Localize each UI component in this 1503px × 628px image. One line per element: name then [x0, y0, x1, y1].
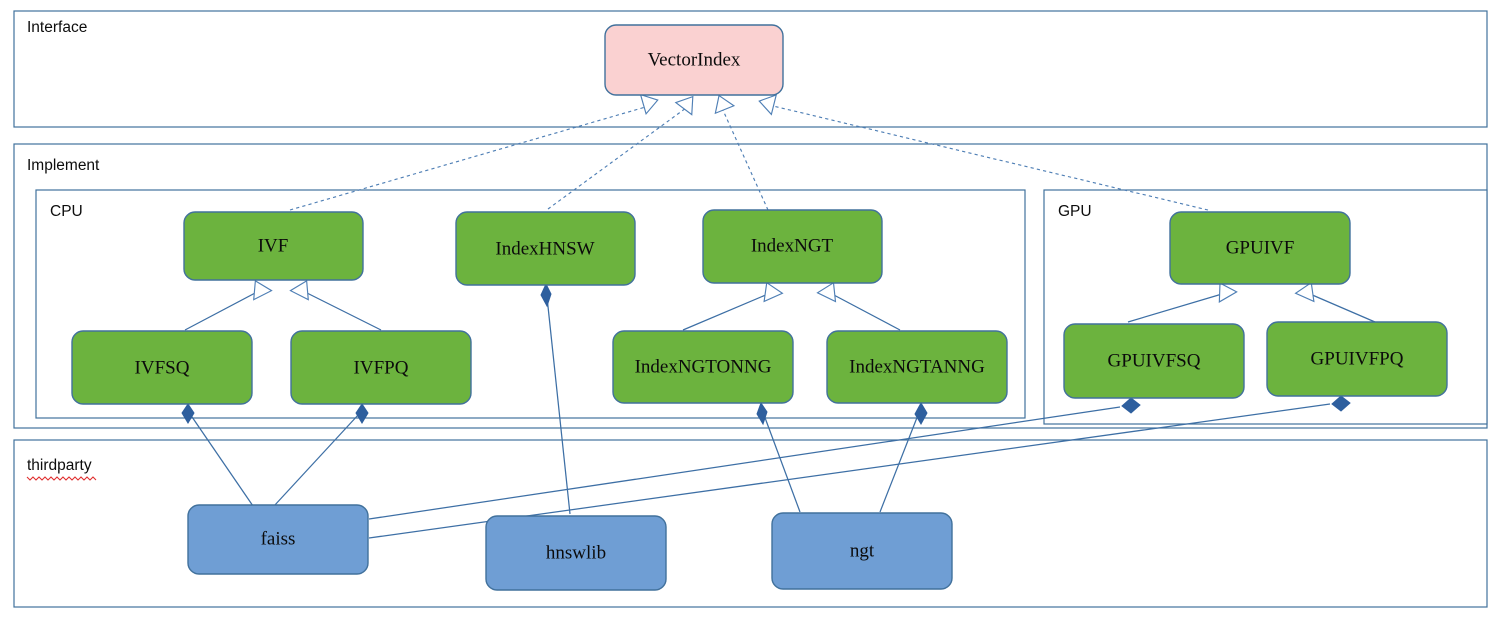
node-label-gpuivfsq: GPUIVFSQ [1108, 350, 1201, 371]
node-faiss[interactable]: faiss [187, 504, 369, 575]
node-label-gpuivfpq: GPUIVFPQ [1311, 348, 1404, 369]
node-label-indexhnsw: IndexHNSW [495, 238, 594, 259]
node-label-ivf: IVF [258, 235, 289, 256]
package-label-cpu: CPU [50, 203, 83, 220]
edge-gpuivfsq-to-gpuivf [1127, 282, 1238, 323]
edge-indexngt-to-vectorindex [714, 94, 769, 211]
edge-ivfsq-to-ivf [184, 279, 273, 331]
node-ivfpq[interactable]: IVFPQ [290, 330, 472, 405]
node-label-indexngt: IndexNGT [751, 235, 834, 256]
node-gpuivf[interactable]: GPUIVF [1169, 211, 1351, 285]
edge-ivf-to-vectorindex [289, 93, 659, 211]
edge-faiss-to-ivfsq [181, 403, 254, 507]
edge-gpuivfpq-to-gpuivf [1294, 281, 1376, 323]
node-label-indexngtanng: IndexNGTANNG [849, 356, 985, 377]
edge-faiss-to-gpuivfsq [368, 397, 1141, 520]
node-label-hnswlib: hnswlib [546, 542, 606, 563]
node-indexhnsw[interactable]: IndexHNSW [455, 211, 636, 286]
node-label-ivfpq: IVFPQ [354, 357, 409, 378]
edge-faiss-to-ivfpq [273, 403, 369, 507]
node-label-faiss: faiss [261, 528, 296, 549]
node-ivf[interactable]: IVF [183, 211, 364, 281]
node-label-indexngtonng: IndexNGTONNG [635, 356, 772, 377]
edge-ngt-to-indexngtanng [879, 401, 928, 513]
node-label-ngt: ngt [850, 540, 875, 561]
package-label-gpu: GPU [1058, 203, 1092, 220]
node-label-ivfsq: IVFSQ [135, 357, 190, 378]
node-gpuivfsq[interactable]: GPUIVFSQ [1063, 323, 1245, 399]
node-hnswlib[interactable]: hnswlib [485, 515, 667, 591]
spellcheck-squiggle-icon [26, 476, 97, 481]
node-ngt[interactable]: ngt [771, 512, 953, 590]
package-label-implement: Implement [27, 157, 100, 174]
node-label-vectorindex: VectorIndex [648, 49, 741, 70]
edge-ivfpq-to-ivf [289, 279, 382, 331]
edge-hnswlib-to-indexhnsw [540, 282, 571, 515]
node-gpuivfpq[interactable]: GPUIVFPQ [1266, 321, 1448, 397]
node-ivfsq[interactable]: IVFSQ [71, 330, 253, 405]
node-vectorindex[interactable]: VectorIndex [604, 24, 784, 96]
edge-indexngtonng-to-indexngt [682, 281, 784, 331]
edge-ngt-to-indexngtonng [756, 401, 801, 513]
node-indexngtanng[interactable]: IndexNGTANNG [826, 330, 1008, 404]
package-label-thirdparty: thirdparty [27, 457, 92, 474]
node-indexngt[interactable]: IndexNGT [702, 209, 883, 284]
node-indexngtonng[interactable]: IndexNGTONNG [612, 330, 794, 404]
node-label-gpuivf: GPUIVF [1226, 237, 1295, 258]
edge-indexngtanng-to-indexngt [816, 281, 901, 331]
edge-indexhnsw-to-vectorindex [547, 95, 694, 210]
edge-gpuivf-to-vectorindex [758, 94, 1209, 211]
package-label-interface: Interface [27, 19, 87, 36]
